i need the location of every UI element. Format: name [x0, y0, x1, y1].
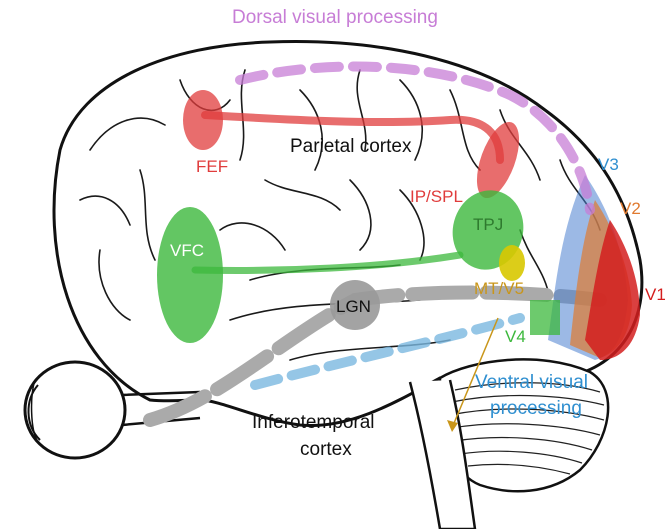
v2-label: V2 — [620, 199, 641, 218]
ip-spl-label: IP/SPL — [410, 187, 463, 206]
lgn-label: LGN — [336, 297, 371, 316]
v1-label: V1 — [645, 285, 666, 304]
eye — [25, 362, 125, 458]
parietal-label: Parietal cortex — [290, 136, 412, 157]
ventral-title-2: processing — [490, 398, 582, 419]
inferotemporal-label-2: cortex — [300, 439, 352, 460]
inferotemporal-label-1: Inferotemporal — [252, 412, 375, 433]
v4-label: V4 — [505, 327, 526, 346]
v3-label: V3 — [598, 155, 619, 174]
vfc-label: VFC — [170, 241, 204, 260]
dorsal-title: Dorsal visual processing — [232, 7, 438, 28]
ventral-title-1: Ventral visual — [475, 372, 588, 393]
vfc-region — [157, 207, 223, 343]
fef-region — [183, 90, 223, 150]
tpj-label: TPJ — [473, 215, 503, 234]
mt-v5-label: MT/V5 — [474, 279, 524, 298]
v4-region — [530, 300, 560, 335]
fef-label: FEF — [196, 157, 228, 176]
mt-v5-region — [499, 245, 525, 281]
